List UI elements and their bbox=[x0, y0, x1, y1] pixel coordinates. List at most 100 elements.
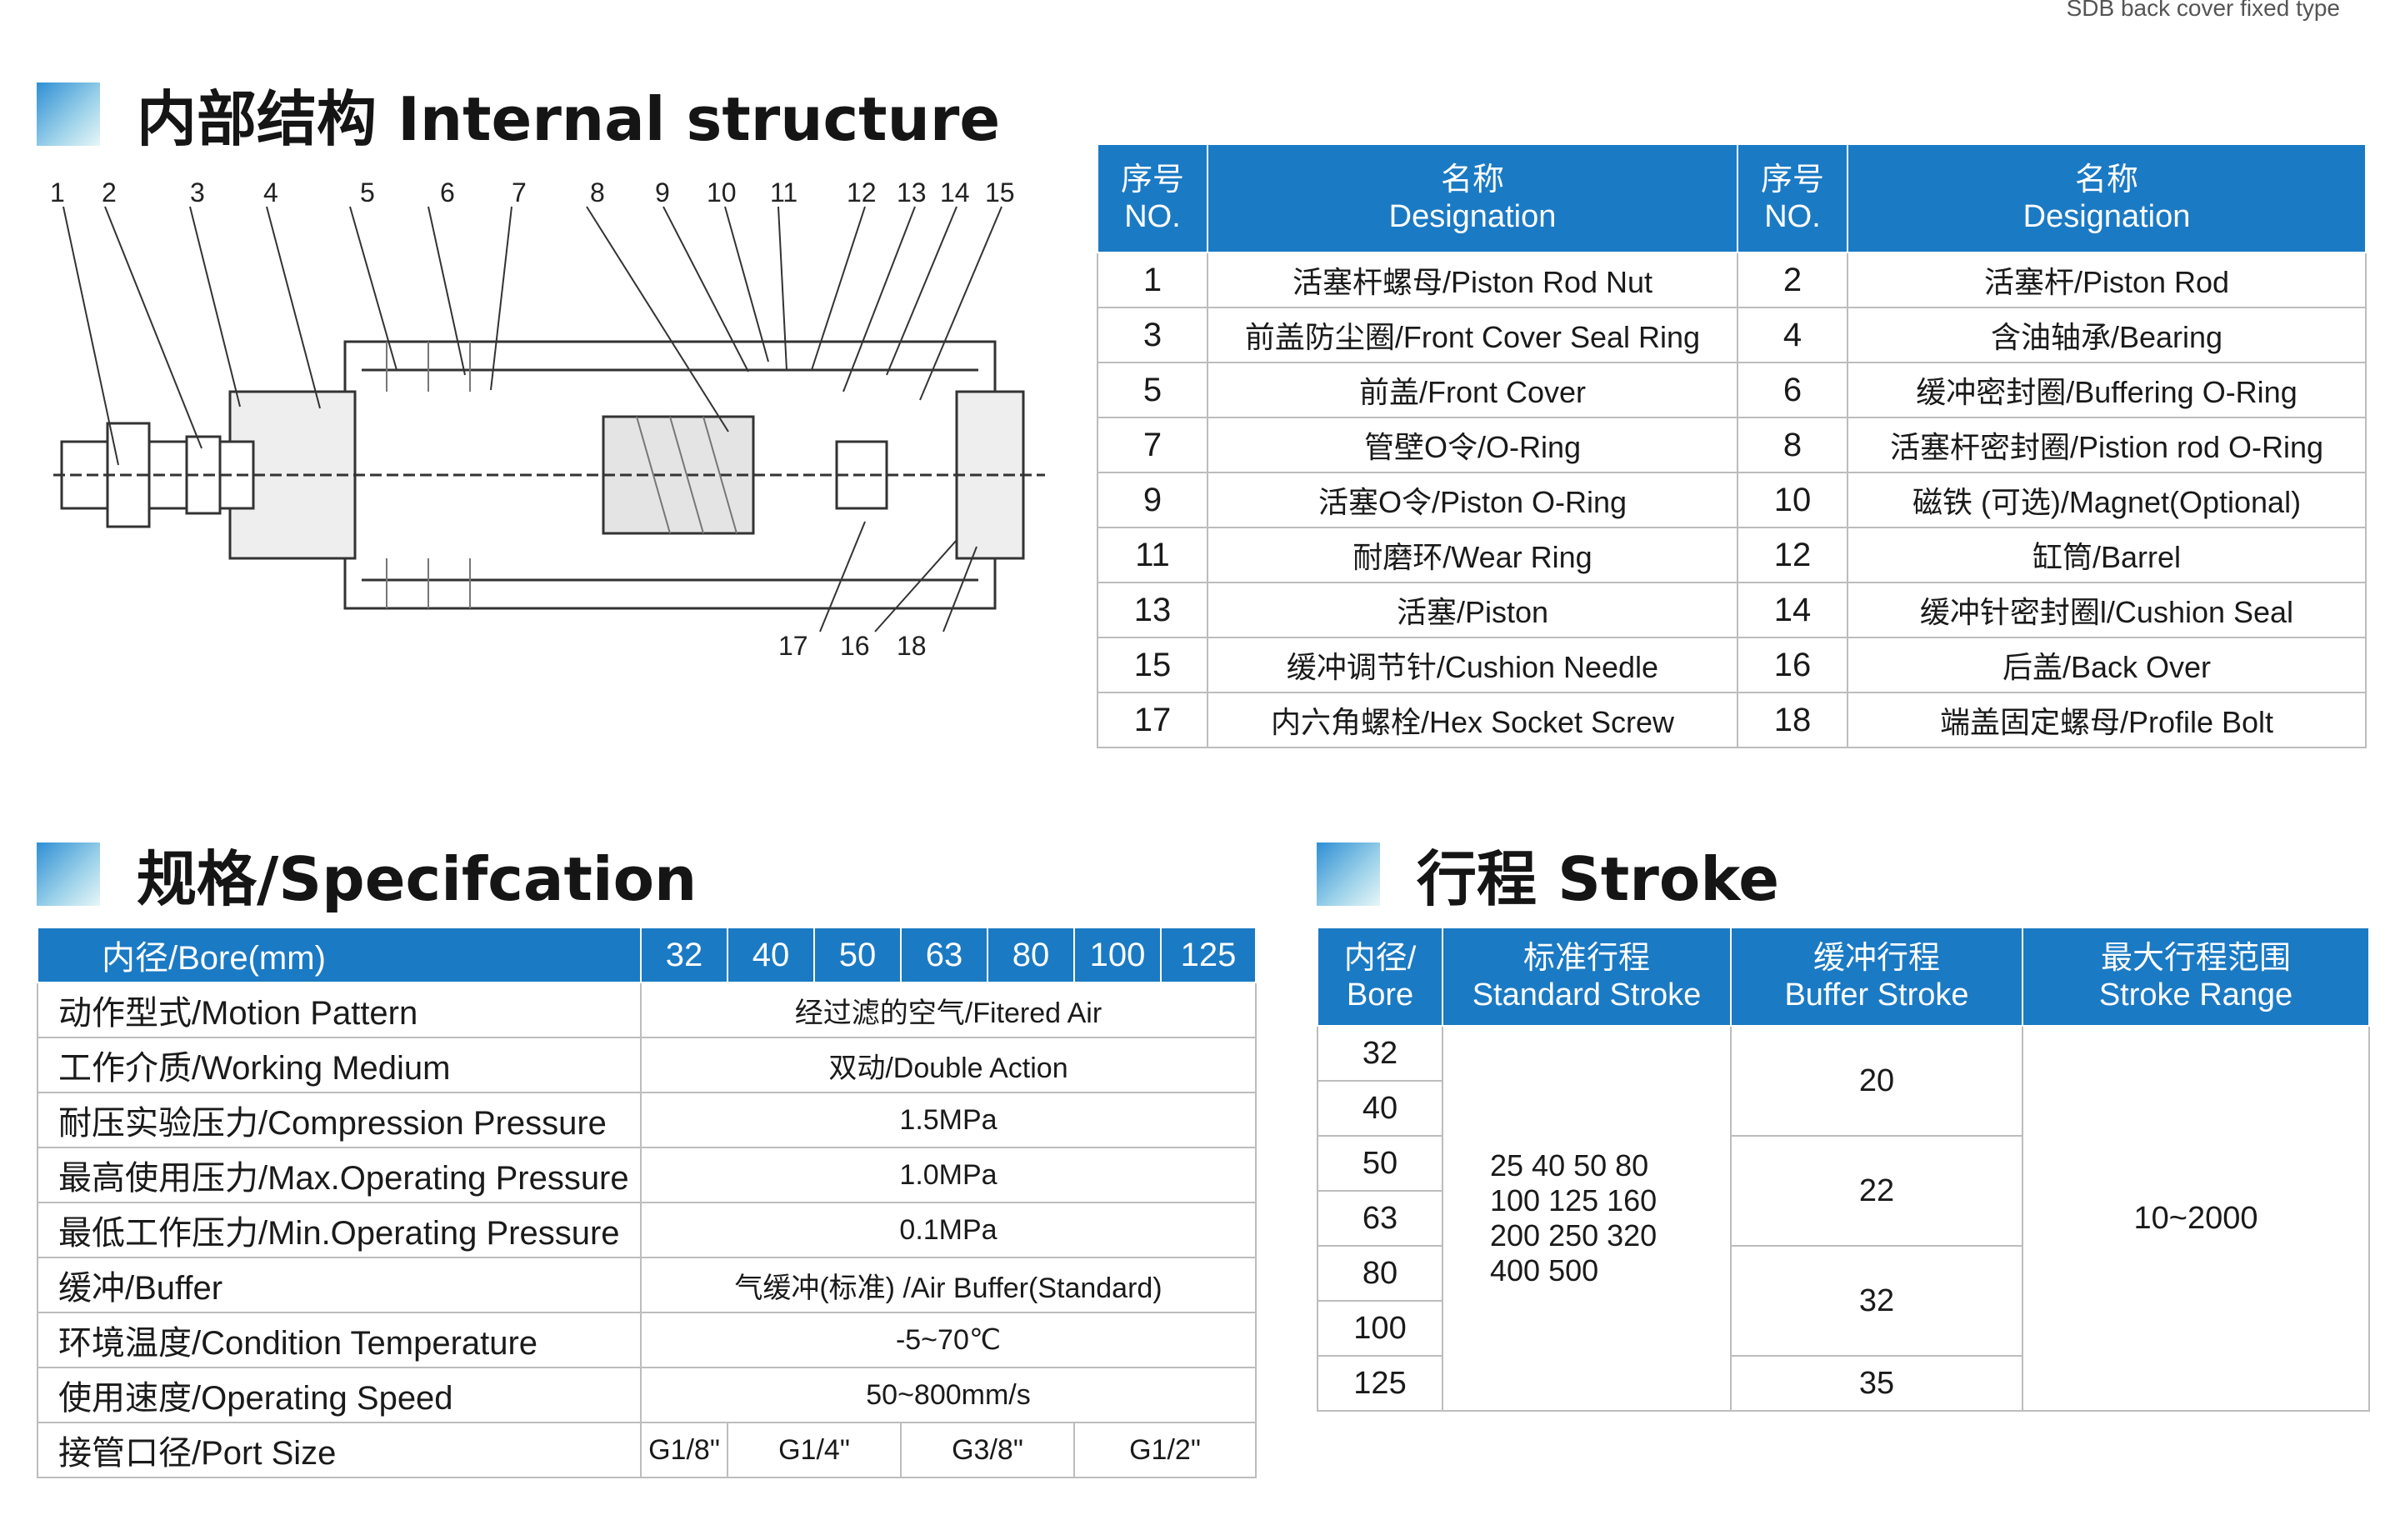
part-no: 5 bbox=[1097, 362, 1208, 418]
section-spec-header: 规格/Specifcation bbox=[37, 830, 697, 918]
header-no: 序号 NO. bbox=[1097, 143, 1208, 253]
part-name: 端盖固定螺母/Profile Bolt bbox=[1847, 692, 2367, 748]
section-spec-title: 规格/Specifcation bbox=[137, 844, 698, 914]
parts-table: 序号 NO. 名称 Designation 序号 NO. 名称 Designat… bbox=[1097, 143, 2367, 748]
table-row: 32 25 40 50 80 100 125 160 200 250 320 4… bbox=[1317, 1025, 2370, 1412]
spec-label: 最低工作压力/Min.Operating Pressure bbox=[37, 1202, 642, 1258]
part-no: 13 bbox=[1097, 582, 1208, 638]
header-bore: 内径/Bore(mm) bbox=[37, 927, 642, 983]
part-no: 6 bbox=[1737, 362, 1848, 418]
diagram-label-11: 11 bbox=[770, 182, 798, 208]
diagram-label-2: 2 bbox=[102, 182, 117, 208]
header-bore-size: 40 bbox=[727, 927, 815, 983]
table-row: 50 22 bbox=[1317, 1135, 2369, 1247]
part-no: 11 bbox=[1097, 527, 1208, 583]
spec-label: 工作介质/Working Medium bbox=[37, 1037, 642, 1093]
diagram-label-4: 4 bbox=[263, 182, 278, 208]
part-no: 1 bbox=[1097, 252, 1208, 308]
spec-value: 1.0MPa bbox=[640, 1147, 1257, 1203]
part-no: 12 bbox=[1737, 527, 1848, 583]
diagram-label-3: 3 bbox=[190, 182, 205, 208]
diagram-label-14: 14 bbox=[940, 182, 970, 208]
port-size: G3/8" bbox=[900, 1422, 1075, 1478]
part-name: 前盖/Front Cover bbox=[1207, 362, 1738, 418]
spec-label: 耐压实验压力/Compression Pressure bbox=[37, 1092, 642, 1148]
table-row: 80 32 bbox=[1317, 1245, 2369, 1357]
part-name: 内六角螺栓/Hex Socket Screw bbox=[1207, 692, 1738, 748]
standard-stroke-values: 25 40 50 80 100 125 160 200 250 320 400 … bbox=[1442, 1025, 1732, 1412]
part-name: 活塞杆/Piston Rod bbox=[1847, 252, 2367, 308]
header-bore-size: 32 bbox=[640, 927, 728, 983]
part-no: 7 bbox=[1097, 417, 1208, 473]
part-name: 活塞杆密封圈/Pistion rod O-Ring bbox=[1847, 417, 2367, 473]
spec-label: 环境温度/Condition Temperature bbox=[37, 1312, 642, 1368]
stroke-header-row: 内径/ Bore 标准行程 Standard Stroke 缓冲行程 Buffe… bbox=[1317, 927, 2370, 1027]
part-name: 后盖/Back Over bbox=[1847, 637, 2367, 693]
table-row: 环境温度/Condition Temperature-5~70℃ bbox=[37, 1312, 1257, 1368]
bore-value: 80 bbox=[1317, 1245, 1443, 1302]
stroke-table: 内径/ Bore 标准行程 Standard Stroke 缓冲行程 Buffe… bbox=[1317, 927, 2370, 1412]
section-stroke-title: 行程 Stroke bbox=[1417, 844, 1780, 914]
part-name: 缸筒/Barrel bbox=[1847, 527, 2367, 583]
part-name: 磁铁 (可选)/Magnet(Optional) bbox=[1847, 472, 2367, 528]
table-row: 100 bbox=[1317, 1300, 2369, 1357]
port-size: G1/8" bbox=[640, 1422, 728, 1478]
header-no: 序号 NO. bbox=[1737, 143, 1848, 253]
section-internal-header: 内部结构 Internal structure bbox=[37, 70, 1000, 158]
parts-table-header-row: 序号 NO. 名称 Designation 序号 NO. 名称 Designat… bbox=[1097, 143, 2367, 253]
header-bore-size: 80 bbox=[987, 927, 1075, 983]
header-bore-size: 50 bbox=[813, 927, 902, 983]
header-stroke-range: 最大行程范围 Stroke Range bbox=[2022, 927, 2370, 1027]
spec-label: 使用速度/Operating Speed bbox=[37, 1367, 642, 1423]
cylinder-cross-section-diagram: 1 2 3 4 5 6 7 8 9 10 11 12 13 14 15 16 1… bbox=[50, 182, 1045, 657]
part-name: 含油轴承/Bearing bbox=[1847, 307, 2367, 363]
part-name: 活塞杆螺母/Piston Rod Nut bbox=[1207, 252, 1738, 308]
stroke-range-value: 10~2000 bbox=[2022, 1025, 2370, 1412]
spec-value: 经过滤的空气/Fitered Air bbox=[640, 982, 1257, 1038]
part-no: 9 bbox=[1097, 472, 1208, 528]
spec-value: -5~70℃ bbox=[640, 1312, 1257, 1368]
header-bore-size: 125 bbox=[1160, 927, 1257, 983]
part-no: 16 bbox=[1737, 637, 1848, 693]
diagram-label-8: 8 bbox=[590, 182, 605, 208]
part-no: 4 bbox=[1737, 307, 1848, 363]
part-name: 缓冲针密封圈l/Cushion Seal bbox=[1847, 582, 2367, 638]
header-designation: 名称 Designation bbox=[1207, 143, 1738, 253]
part-name: 前盖防尘圈/Front Cover Seal Ring bbox=[1207, 307, 1738, 363]
buffer-stroke-value: 32 bbox=[1730, 1245, 2023, 1357]
bore-value: 50 bbox=[1317, 1135, 1443, 1192]
diagram-label-5: 5 bbox=[360, 182, 375, 208]
spec-label: 缓冲/Buffer bbox=[37, 1257, 642, 1313]
spec-value: 气缓冲(标准) /Air Buffer(Standard) bbox=[640, 1257, 1257, 1313]
section-marker bbox=[37, 82, 100, 146]
port-size: G1/2" bbox=[1073, 1422, 1257, 1478]
section-stroke-header: 行程 Stroke bbox=[1317, 830, 1779, 918]
part-name: 活塞O令/Piston O-Ring bbox=[1207, 472, 1738, 528]
buffer-stroke-value: 35 bbox=[1730, 1355, 2023, 1412]
header-bore-size: 100 bbox=[1073, 927, 1162, 983]
bore-value: 63 bbox=[1317, 1190, 1443, 1247]
part-name: 耐磨环/Wear Ring bbox=[1207, 527, 1738, 583]
section-internal-title: 内部结构 Internal structure bbox=[137, 84, 1001, 154]
header-bore: 内径/ Bore bbox=[1317, 927, 1443, 1027]
bore-value: 40 bbox=[1317, 1080, 1443, 1137]
diagram-label-10: 10 bbox=[707, 182, 737, 208]
port-size: G1/4" bbox=[727, 1422, 902, 1478]
bore-value: 32 bbox=[1317, 1025, 1443, 1082]
diagram-label-13: 13 bbox=[897, 182, 927, 208]
spec-label: 最高使用压力/Max.Operating Pressure bbox=[37, 1147, 642, 1203]
part-no: 3 bbox=[1097, 307, 1208, 363]
spec-value: 1.5MPa bbox=[640, 1092, 1257, 1148]
